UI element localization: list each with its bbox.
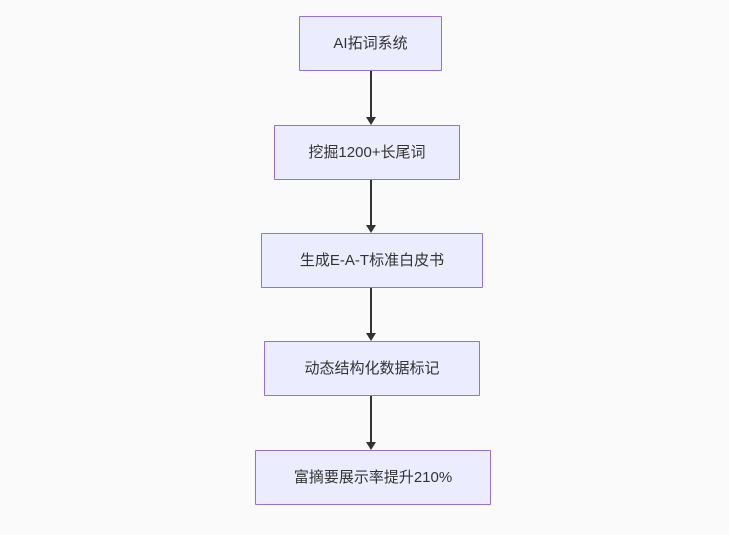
arrow-line	[370, 288, 372, 334]
arrow-head-icon	[366, 333, 376, 341]
arrow-line	[370, 180, 372, 226]
flow-arrow	[365, 71, 377, 125]
flow-arrow	[365, 288, 377, 341]
flow-node-eat-whitepaper: 生成E-A-T标准白皮书	[261, 233, 483, 288]
arrow-head-icon	[366, 225, 376, 233]
arrow-line	[370, 71, 372, 118]
flow-node-longtail-mining: 挖掘1200+长尾词	[274, 125, 460, 180]
flow-arrow	[365, 396, 377, 450]
flow-node-label: 生成E-A-T标准白皮书	[299, 252, 445, 269]
flow-node-label: AI拓词系统	[333, 35, 408, 52]
flow-arrow	[365, 180, 377, 233]
flow-node-label: 富摘要展示率提升210%	[293, 469, 453, 486]
arrow-head-icon	[366, 117, 376, 125]
flow-node-rich-snippet-result: 富摘要展示率提升210%	[255, 450, 491, 505]
flow-node-label: 挖掘1200+长尾词	[308, 144, 426, 161]
flow-node-ai-word-system: AI拓词系统	[299, 16, 442, 71]
flow-node-label: 动态结构化数据标记	[304, 360, 440, 377]
arrow-head-icon	[366, 442, 376, 450]
arrow-line	[370, 396, 372, 443]
flow-node-structured-data: 动态结构化数据标记	[264, 341, 480, 396]
